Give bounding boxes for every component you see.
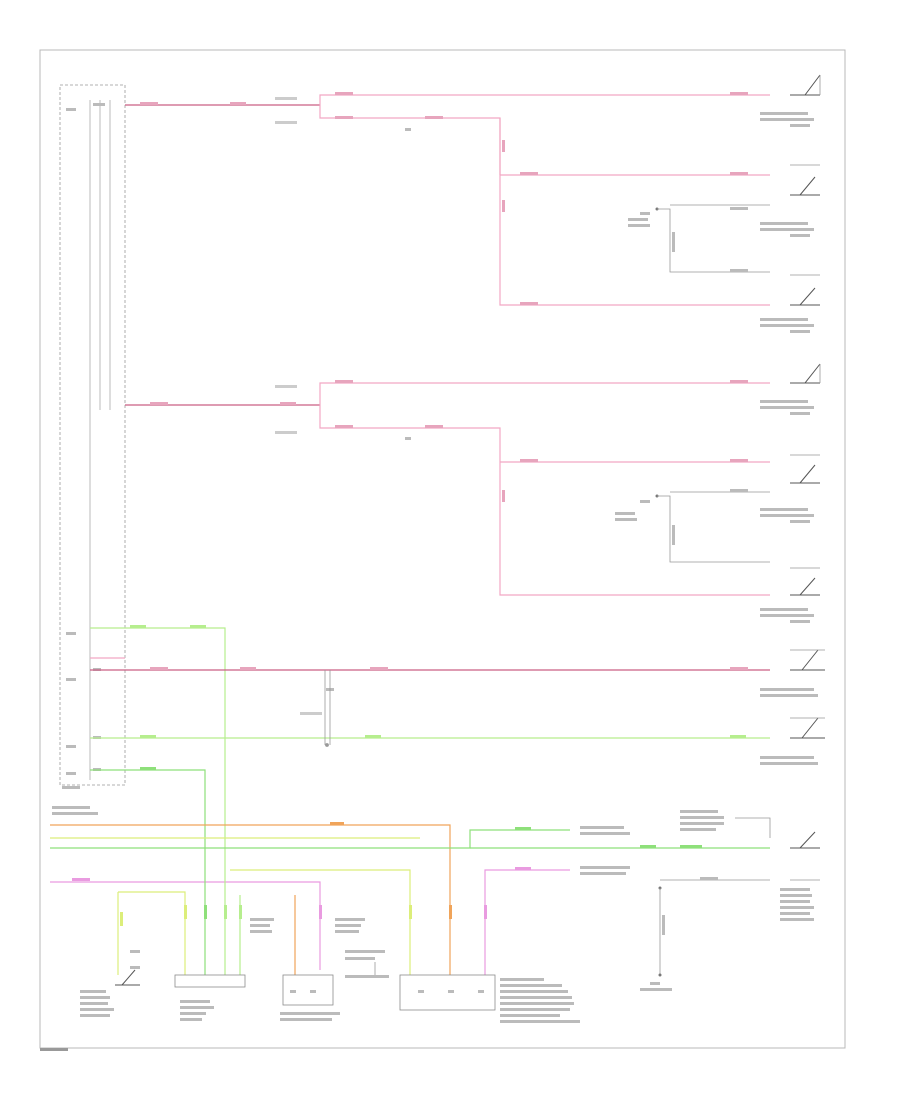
wire-labels-left-group (150, 380, 748, 502)
wire-labels-right-group (140, 92, 748, 305)
connector-bottom-a (130, 950, 246, 1021)
wire-labels-lower (72, 822, 702, 933)
control-unit-bottom (399, 974, 580, 1023)
switch-left-lower-1 (760, 454, 820, 523)
switch-left-lower-2 (760, 567, 820, 623)
splice-middle (324, 670, 331, 747)
switch-rear-glass (760, 717, 825, 765)
switch-right-front (760, 74, 821, 127)
ground-junction-right (628, 204, 770, 273)
ground-junction-left (615, 489, 770, 563)
wire-lower-bus (50, 824, 770, 975)
right-lower-assembly (580, 810, 820, 991)
wire-labels-middle (130, 625, 748, 770)
wire-left-group (125, 382, 770, 596)
switch-rear-door (760, 649, 825, 697)
connector-bottom-b (280, 974, 340, 1021)
connector-bottom-c-label (345, 950, 389, 978)
wire-middle-rows (90, 627, 770, 880)
switch-bottom-left (80, 969, 140, 1017)
switch-left-front (760, 363, 821, 415)
control-module (52, 84, 126, 815)
switch-right-lower-1 (730, 164, 820, 237)
switch-right-lower-2 (760, 274, 820, 333)
wire-right-group (125, 94, 770, 306)
diagram-frame (39, 49, 846, 1049)
